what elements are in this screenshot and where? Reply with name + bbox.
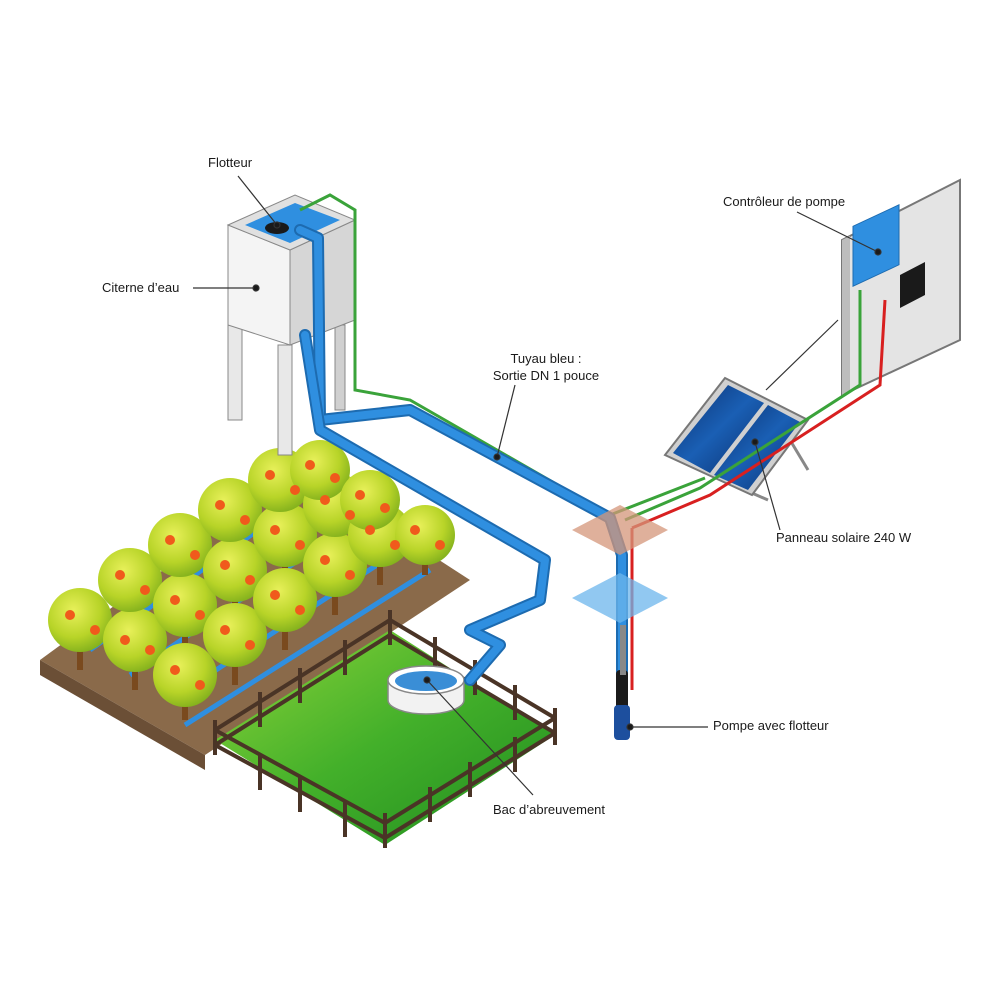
label-pipe-line2: Sortie DN 1 pouce <box>492 368 600 383</box>
label-pump: Pompe avec flotteur <box>713 718 829 733</box>
orchard-soil-edge <box>40 660 205 770</box>
wires <box>299 193 887 690</box>
ground-surface-marker <box>572 505 668 555</box>
label-controller: Contrôleur de pompe <box>723 194 846 209</box>
label-tank: Citerne d’eau <box>102 280 180 295</box>
leader-lines <box>193 175 882 796</box>
label-solar: Panneau solaire 240 W <box>776 530 912 545</box>
label-trough: Bac d’abreuvement <box>493 802 606 817</box>
solar-panel <box>663 376 810 502</box>
orchard-trees <box>48 440 455 720</box>
wall-panel <box>841 178 961 397</box>
water-level-marker <box>572 573 668 623</box>
label-float: Flotteur <box>208 155 253 170</box>
fence <box>213 610 557 848</box>
water-trough <box>387 665 465 715</box>
blue-pipes <box>294 224 628 696</box>
label-pipe-line1: Tuyau bleu : <box>510 351 582 366</box>
submersible-pump <box>614 625 630 740</box>
